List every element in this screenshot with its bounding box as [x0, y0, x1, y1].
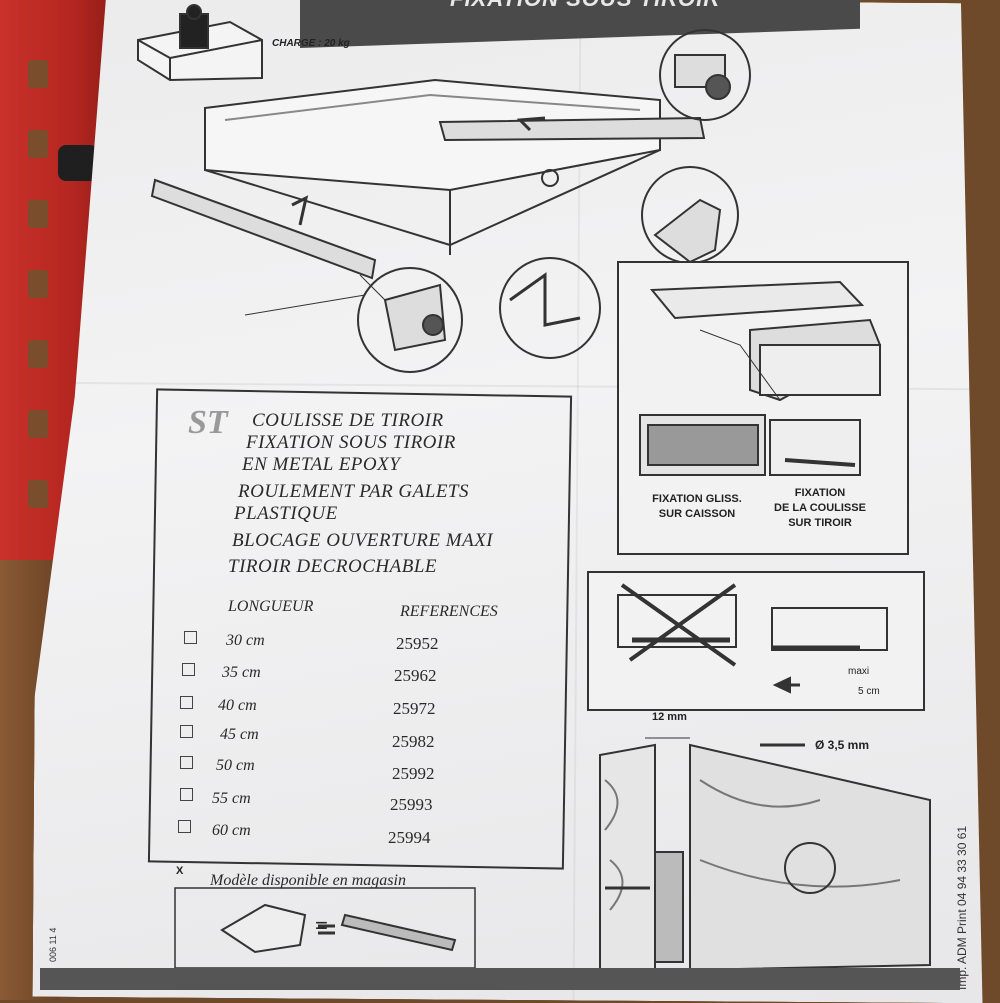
equals-sign: = [315, 913, 328, 938]
header-title: FIXATION SOUS TIROIR [450, 0, 720, 12]
table-row-checkbox[interactable] [180, 756, 193, 769]
table-row-checkbox[interactable] [184, 631, 197, 644]
feature-line: COULISSE DE TIROIR [252, 410, 444, 431]
table-row-length: 35 cm [222, 664, 261, 681]
label-fixation-caisson: FIXATION GLISS. SUR CAISSON [652, 493, 742, 520]
store-note-checkbox: X [176, 865, 184, 877]
table-row-checkbox[interactable] [180, 696, 193, 709]
max-value: 5 cm [858, 686, 880, 697]
feature-line: ROULEMENT PAR GALETS [238, 481, 469, 502]
table-row-reference: 25992 [392, 764, 435, 783]
screw-label: Ø 3,5 mm [815, 738, 870, 752]
table-row-checkbox[interactable] [178, 820, 191, 833]
label-fixation-tiroir: FIXATION DE LA COULISSE SUR TIROIR [774, 487, 866, 529]
table-row-length: 45 cm [220, 726, 259, 743]
table-row-reference: 25972 [393, 699, 436, 718]
feature-line: FIXATION SOUS TIROIR [246, 432, 456, 453]
table-row-checkbox[interactable] [180, 725, 193, 738]
charge-label: CHARGE : 20 kg [272, 38, 350, 49]
footer-bar [40, 968, 960, 990]
table-row-reference: 25993 [390, 795, 433, 814]
feature-line: EN METAL EPOXY [242, 454, 401, 475]
table-row-length: 50 cm [216, 757, 255, 774]
table-row-reference: 25962 [394, 666, 437, 685]
table-row-reference: 25952 [396, 634, 439, 653]
document-code: 006 11 4 [48, 927, 58, 962]
table-row-reference: 25994 [388, 828, 431, 847]
table-row-length: 30 cm [226, 632, 265, 649]
table-row-checkbox[interactable] [180, 788, 193, 801]
table-row-checkbox[interactable] [182, 663, 195, 676]
feature-line: BLOCAGE OUVERTURE MAXI [232, 530, 494, 551]
table-row-length: 40 cm [218, 697, 257, 714]
table-row-length: 60 cm [212, 822, 251, 839]
max-label: maxi [848, 666, 870, 677]
feature-line: TIROIR DECROCHABLE [228, 556, 438, 577]
gap-label: 12 mm [652, 711, 687, 723]
feature-line: PLASTIQUE [234, 503, 338, 524]
st-logo: ST [188, 404, 228, 441]
store-note-text: Modèle disponible en magasin [210, 872, 406, 889]
table-row-reference: 25982 [392, 732, 435, 751]
column-header-length: LONGUEUR [228, 598, 314, 615]
column-header-references: REFERENCES [400, 603, 498, 620]
black-knob [58, 145, 98, 181]
table-row-length: 55 cm [212, 790, 251, 807]
printer-credit: Imp. ADM Print 04 94 33 30 61 [955, 825, 969, 990]
